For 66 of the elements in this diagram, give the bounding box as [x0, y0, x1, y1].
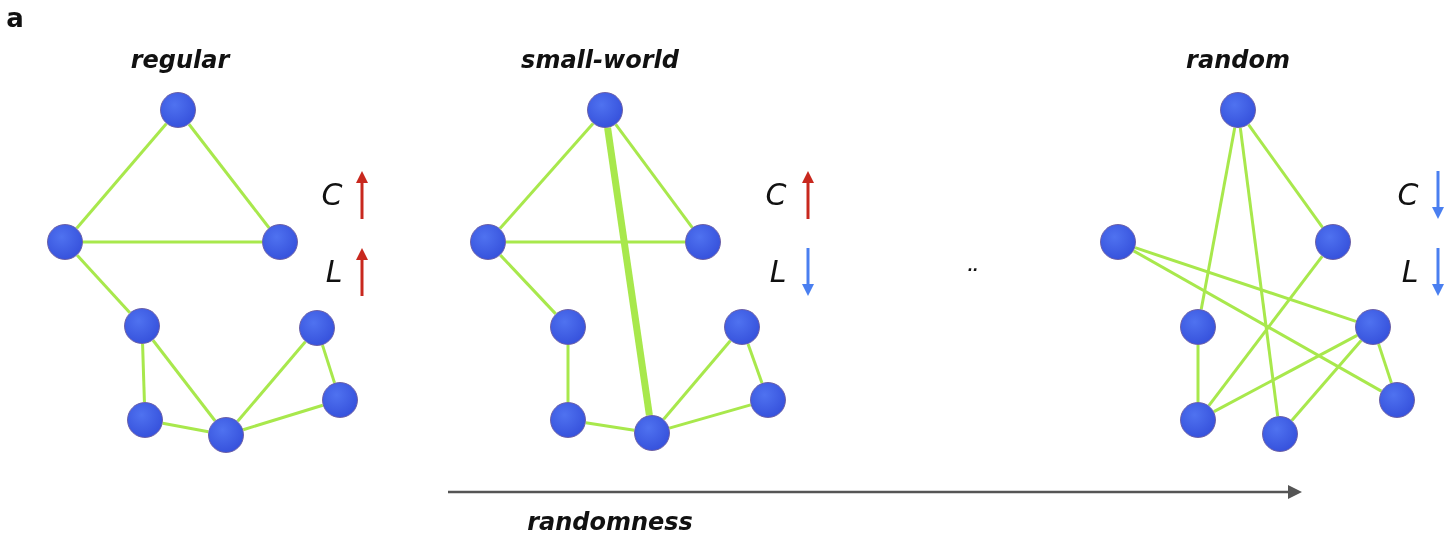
metric-label: C	[765, 180, 787, 210]
node-circle	[160, 92, 196, 128]
edge-line	[566, 345, 570, 402]
edge-line	[1196, 345, 1200, 402]
edge-line	[1290, 339, 1363, 422]
node-circle	[124, 308, 160, 344]
edge-line	[236, 340, 307, 423]
edge-line	[614, 123, 694, 229]
node-circle	[208, 417, 244, 453]
node-circle	[1180, 402, 1216, 438]
node-circle	[1180, 309, 1216, 345]
edge-line	[585, 421, 635, 432]
node-circle	[1355, 309, 1391, 345]
edge-line	[76, 254, 131, 314]
edge-line	[1132, 249, 1383, 393]
edge-line	[1247, 123, 1324, 229]
metric-label: L	[325, 257, 343, 287]
node-circle	[550, 402, 586, 438]
node-circle	[262, 224, 298, 260]
metric-label: L	[769, 257, 787, 287]
edge-line	[75, 122, 168, 230]
edge-line	[499, 254, 557, 315]
node-circle	[1100, 224, 1136, 260]
metric-label: C	[321, 180, 343, 210]
node-circle	[634, 415, 670, 451]
edge-line	[506, 240, 685, 244]
edge-line	[1213, 334, 1358, 413]
node-circle	[47, 224, 83, 260]
edge-line	[83, 240, 262, 244]
ellipsis-mark: ..	[967, 259, 979, 273]
node-circle	[127, 402, 163, 438]
node-circle	[1262, 416, 1298, 452]
node-circle	[685, 224, 721, 260]
node-circle	[299, 310, 335, 346]
edge-line	[321, 344, 336, 384]
graph-title: random	[1186, 48, 1290, 72]
node-circle	[1379, 382, 1415, 418]
node-circle	[587, 92, 623, 128]
graph-title: small-world	[521, 48, 679, 72]
node-circle	[1220, 92, 1256, 128]
edge-line	[162, 421, 209, 434]
metric-label: C	[1397, 180, 1419, 210]
edge-line	[1134, 246, 1357, 323]
graph-title: regular	[130, 48, 230, 72]
node-circle	[724, 309, 760, 345]
axis-label: randomness	[527, 510, 693, 534]
edge-line	[1238, 127, 1280, 417]
edge-line	[498, 122, 595, 230]
edge-line	[242, 403, 324, 432]
edge-line	[141, 343, 146, 403]
node-circle	[470, 224, 506, 260]
edge-line	[604, 127, 653, 416]
edge-line	[1377, 343, 1393, 384]
node-circle	[322, 382, 358, 418]
edge-line	[1199, 127, 1237, 310]
edge-line	[151, 339, 217, 422]
edge-line	[187, 123, 271, 229]
node-circle	[550, 309, 586, 345]
edge-line	[662, 339, 732, 421]
edge-line	[746, 343, 764, 384]
edge-line	[668, 403, 752, 430]
edge-line	[1207, 255, 1324, 407]
panel-letter: a	[6, 5, 24, 31]
metric-label: L	[1401, 257, 1419, 287]
node-circle	[1315, 224, 1351, 260]
node-circle	[750, 382, 786, 418]
